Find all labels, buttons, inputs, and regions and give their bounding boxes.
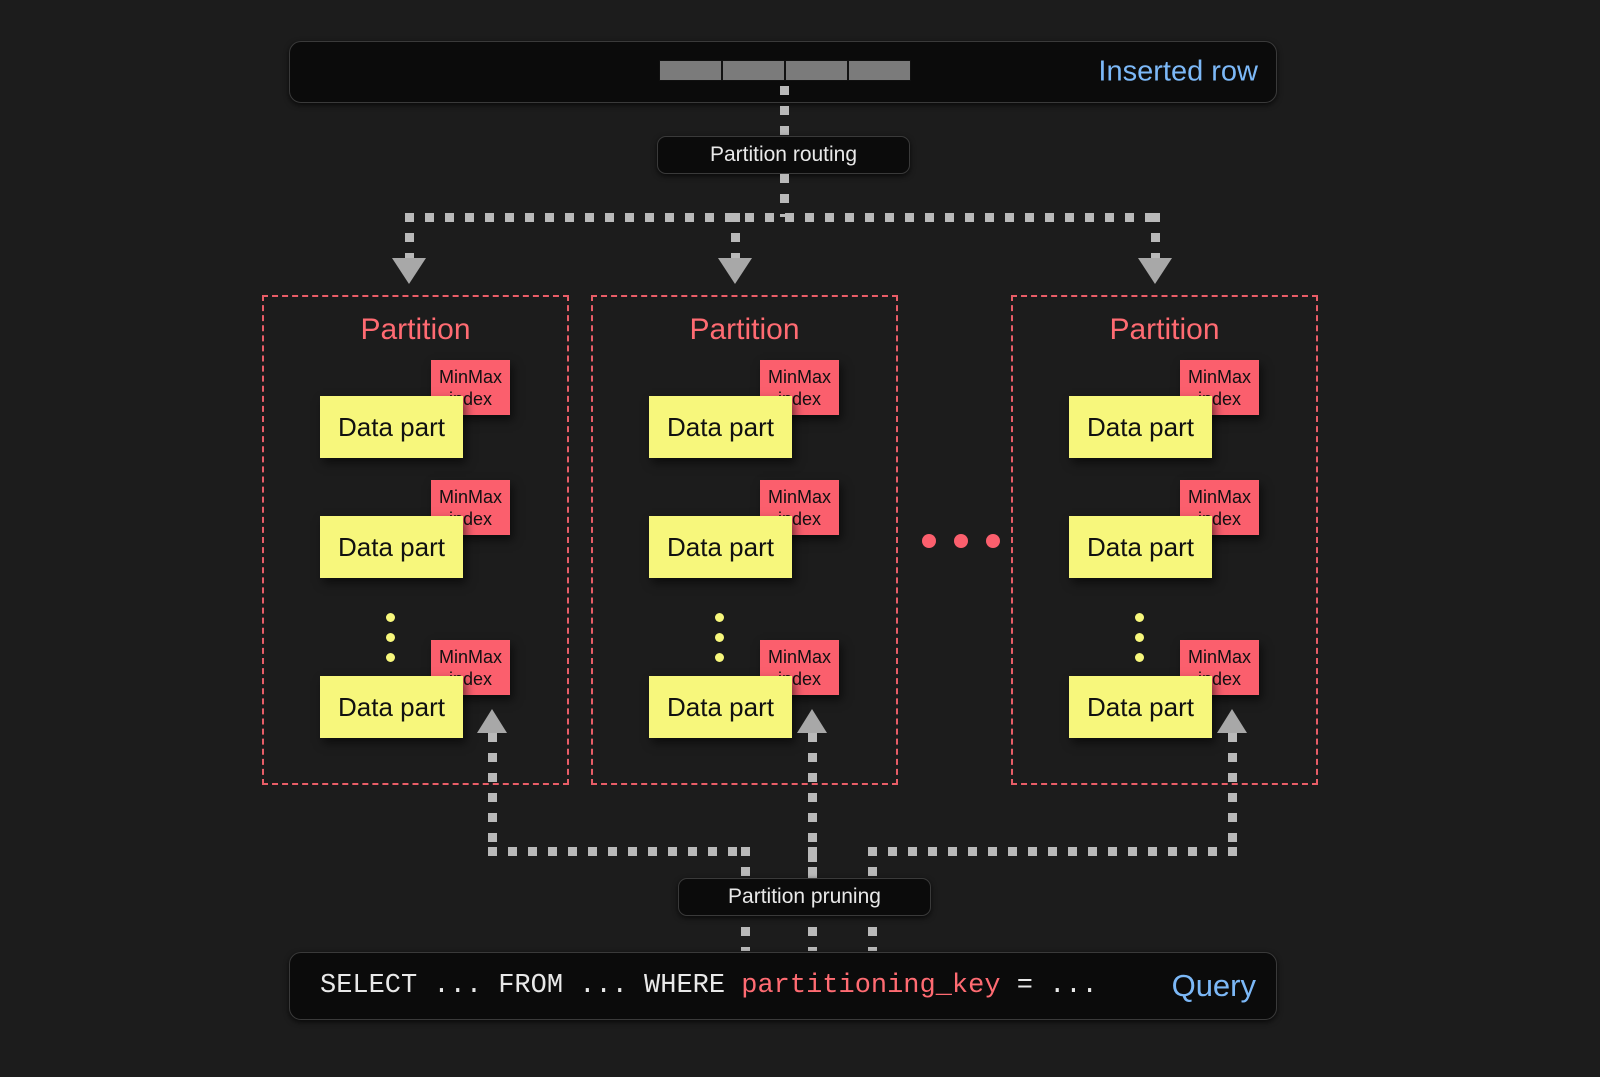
ellipsis-dot xyxy=(922,534,936,548)
connector-routing-to-bus xyxy=(780,174,789,217)
query-prefix: SELECT ... FROM ... WHERE xyxy=(320,971,742,1001)
ellipsis-dot xyxy=(986,534,1000,548)
data-part-label: Data part xyxy=(1087,531,1194,562)
data-part-ellipsis xyxy=(715,613,724,662)
query-panel: SELECT ... FROM ... WHERE partitioning_k… xyxy=(289,952,1277,1020)
data-part-label: Data part xyxy=(667,411,774,442)
data-part-label: Data part xyxy=(667,691,774,722)
data-part-label: Data part xyxy=(338,691,445,722)
row-cell xyxy=(848,60,911,81)
pruning-riser-1 xyxy=(488,733,497,856)
data-part-ellipsis xyxy=(1135,613,1144,662)
row-cell xyxy=(722,60,785,81)
partition-title: Partition xyxy=(1109,313,1220,346)
arrow-into-partition-3-from-pruning xyxy=(1217,709,1247,733)
arrow-into-partition-3 xyxy=(1138,258,1172,284)
query-partitioning-key: partitioning_key xyxy=(741,971,1001,1001)
partitions-ellipsis xyxy=(922,534,1000,548)
pruning-riser-3 xyxy=(1228,733,1237,856)
ellipsis-dot xyxy=(715,613,724,622)
data-part-ellipsis xyxy=(386,613,395,662)
data-part-label: Data part xyxy=(338,531,445,562)
arrow-into-partition-2-from-pruning xyxy=(797,709,827,733)
row-cell xyxy=(785,60,848,81)
pruning-collector-right xyxy=(868,847,1237,856)
data-part-label: Data part xyxy=(667,531,774,562)
ellipsis-dot xyxy=(954,534,968,548)
data-part-box: Data part xyxy=(649,396,792,458)
ellipsis-dot xyxy=(1135,633,1144,642)
partition-title: Partition xyxy=(360,313,471,346)
data-part-box: Data part xyxy=(320,516,463,578)
query-label: Query xyxy=(1171,968,1256,1003)
pruning-riser-2 xyxy=(808,733,817,882)
branch-to-partition-2 xyxy=(731,213,740,263)
data-part-box: Data part xyxy=(649,516,792,578)
data-part-box: Data part xyxy=(1069,516,1212,578)
ellipsis-dot xyxy=(715,653,724,662)
partition-title: Partition xyxy=(689,313,800,346)
connector-row-to-routing xyxy=(780,86,789,138)
partition-routing-label: Partition routing xyxy=(709,143,858,166)
query-text[interactable]: SELECT ... FROM ... WHERE partitioning_k… xyxy=(320,971,1098,1001)
data-part-box: Data part xyxy=(1069,676,1212,738)
ellipsis-dot xyxy=(386,613,395,622)
branch-to-partition-1 xyxy=(405,213,414,263)
pruning-collector-left xyxy=(488,847,750,856)
arrow-into-partition-1-from-pruning xyxy=(477,709,507,733)
partition-pruning-label: Partition pruning xyxy=(728,885,881,908)
ellipsis-dot xyxy=(1135,653,1144,662)
data-part-box: Data part xyxy=(649,676,792,738)
data-part-label: Data part xyxy=(1087,691,1194,722)
ellipsis-dot xyxy=(386,653,395,662)
data-part-box: Data part xyxy=(320,676,463,738)
row-cells xyxy=(659,60,911,81)
ellipsis-dot xyxy=(715,633,724,642)
partition-pruning-box[interactable]: Partition pruning xyxy=(678,878,931,916)
data-part-label: Data part xyxy=(1087,411,1194,442)
query-suffix: = ... xyxy=(1000,971,1098,1001)
inserted-row-label: Inserted row xyxy=(1098,55,1258,88)
ellipsis-dot xyxy=(1135,613,1144,622)
row-cell xyxy=(659,60,722,81)
data-part-label: Data part xyxy=(338,411,445,442)
distribution-bus xyxy=(405,213,1160,222)
data-part-box: Data part xyxy=(320,396,463,458)
partition-routing-box[interactable]: Partition routing xyxy=(657,136,910,174)
ellipsis-dot xyxy=(386,633,395,642)
branch-to-partition-3 xyxy=(1151,213,1160,263)
arrow-into-partition-1 xyxy=(392,258,426,284)
data-part-box: Data part xyxy=(1069,396,1212,458)
arrow-into-partition-2 xyxy=(718,258,752,284)
